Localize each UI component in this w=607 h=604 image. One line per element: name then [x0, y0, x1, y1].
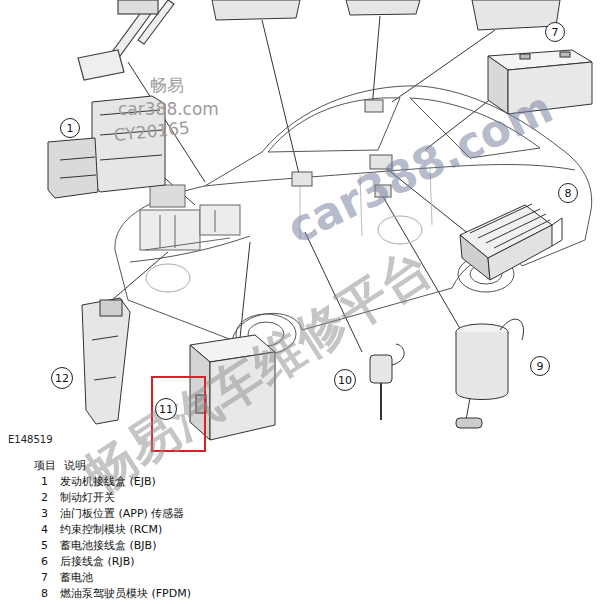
table-number: 1 — [41, 476, 48, 489]
fuel-pump — [500, 319, 523, 340]
table-text: 油门板位置 (APP) 传感器 — [60, 508, 184, 521]
table-text: 后接线盒 (RJB) — [60, 556, 135, 569]
leader-line — [372, 16, 380, 108]
table-number: 3 — [41, 508, 48, 521]
car-outline — [146, 264, 190, 292]
top-parts — [212, 0, 560, 30]
engine-bay — [200, 205, 240, 235]
table-text: 制动灯开关 — [60, 492, 115, 505]
cabin-parts — [292, 172, 312, 186]
watermark: 畅易 — [150, 76, 184, 96]
leader-line — [112, 252, 168, 300]
app-sensor — [82, 298, 130, 424]
callout-number: 1 — [60, 118, 80, 138]
callout-number: 9 — [530, 356, 550, 376]
watermark: 畅易汽车维修平台 — [75, 239, 442, 505]
callout-number: 8 — [558, 183, 578, 203]
engine-bay — [150, 185, 185, 207]
cabin-parts — [365, 100, 383, 112]
callout-text: 8 — [565, 188, 572, 199]
table-text: 蓄电池接线盒 (BJB) — [60, 540, 156, 553]
table-text: 约束控制模块 (RCM) — [60, 524, 162, 537]
callout-text: 12 — [55, 373, 69, 384]
table-header: 说明 — [64, 460, 86, 473]
fuel-pump — [456, 332, 508, 400]
callout-number: 7 — [545, 22, 565, 42]
battery — [520, 54, 530, 59]
fuel-pump-driver-module — [552, 218, 562, 246]
callout-number: 10 — [334, 369, 356, 391]
engine-junction-box — [48, 138, 98, 198]
sensor — [392, 344, 404, 365]
table-number: 6 — [41, 556, 48, 569]
brake-pedal — [78, 0, 174, 80]
table-number: 8 — [41, 588, 48, 601]
callout-number: 12 — [51, 367, 73, 389]
engine-bay — [145, 210, 230, 250]
car-outline — [378, 216, 422, 244]
sensor — [380, 383, 382, 420]
watermark: CY20165 — [113, 118, 191, 145]
battery — [560, 52, 570, 57]
fuel-pump — [456, 319, 523, 428]
leader-line — [392, 30, 495, 102]
fuel-pump — [466, 398, 470, 420]
fuel-pump — [456, 418, 482, 428]
watermark: car388.com — [279, 82, 560, 254]
fuel-pump-driver-module — [470, 204, 550, 248]
callout-text: 9 — [537, 361, 544, 372]
table-header: 项目 — [34, 460, 56, 473]
sensor — [370, 344, 404, 420]
top-parts — [212, 0, 300, 20]
leader-line — [262, 20, 300, 178]
table-number: 5 — [41, 540, 48, 553]
fuel-pump-driver-module — [460, 235, 490, 280]
table-number: 4 — [41, 524, 48, 537]
table-text: 燃油泵驾驶员模块 (FPDM) — [60, 588, 191, 601]
car-outline — [268, 98, 400, 152]
engine-bay — [140, 185, 240, 250]
fuel-pump-driver-module — [488, 225, 552, 280]
figure-id: E148519 — [8, 434, 53, 446]
callout-text: 7 — [552, 27, 559, 38]
app-sensor — [82, 298, 130, 424]
callout-text: 1 — [67, 123, 74, 134]
fuel-pump-driver-module — [460, 204, 562, 280]
top-parts — [346, 0, 420, 15]
app-sensor — [92, 336, 118, 380]
table-number: 7 — [41, 572, 48, 585]
callout-number: 11 — [155, 398, 177, 420]
table-text: 蓄电池 — [60, 572, 93, 585]
brake-pedal — [118, 0, 158, 14]
callout-text: 10 — [338, 375, 352, 386]
brake-pedal — [78, 50, 124, 80]
table-number: 2 — [41, 492, 48, 505]
table-text: 发动机接线盒 (EJB) — [60, 476, 156, 489]
engine-junction-box — [60, 110, 162, 178]
sensor — [370, 355, 392, 383]
callout-text: 11 — [159, 404, 173, 415]
leader-line — [240, 242, 250, 338]
watermark: car388.com — [118, 100, 219, 120]
app-sensor — [100, 300, 122, 316]
